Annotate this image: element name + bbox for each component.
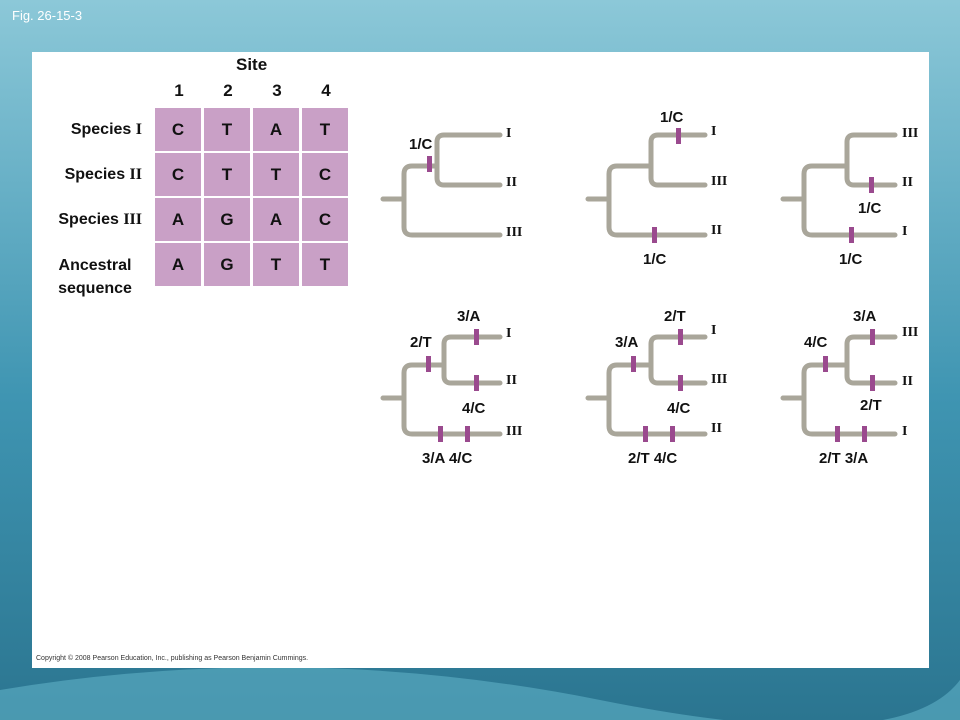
- tree2-mut-label-1: 1/C: [660, 109, 684, 126]
- mutation-mark: [631, 356, 636, 372]
- cell-r3-c3: A: [253, 198, 299, 241]
- tree2-taxon-3: II: [711, 223, 722, 238]
- tree6-taxon-2: II: [902, 374, 913, 389]
- tree4-taxon-2: II: [506, 373, 517, 388]
- site-number-3: 3: [272, 81, 282, 100]
- mutation-mark: [862, 426, 867, 442]
- tree3-taxon-1: III: [902, 126, 919, 141]
- tree-4-branches: [380, 334, 503, 437]
- tree4-mut-label-3: 4/C: [462, 400, 486, 417]
- tree3-mut-label-2: 1/C: [839, 251, 863, 268]
- tree-3-branches: [780, 132, 898, 238]
- tree4-mut-label-4: 3/A 4/C: [422, 450, 473, 467]
- cell-r1-c3: A: [253, 108, 299, 151]
- cell-anc-c1: A: [155, 243, 201, 286]
- site-title: Site: [236, 55, 268, 74]
- species-label-3: Species III: [58, 211, 142, 228]
- figure-label: Fig. 26-15-3: [12, 8, 83, 23]
- mutation-mark: [835, 426, 840, 442]
- cell-anc-c2: G: [204, 243, 250, 286]
- mutation-mark: [869, 177, 874, 193]
- mutation-mark: [643, 426, 648, 442]
- tree5-taxon-3: II: [711, 421, 722, 436]
- tree2-taxon-2: III: [711, 174, 728, 189]
- tree1-mut-label-1: 1/C: [409, 136, 433, 153]
- cell-r1-c2: T: [204, 108, 250, 151]
- tree4-mut-label-1: 3/A: [457, 308, 481, 325]
- site-number-1: 1: [174, 81, 184, 100]
- tree4-taxon-3: III: [506, 424, 523, 439]
- tree-2-branches: [585, 132, 708, 238]
- cell-r3-c1: A: [155, 198, 201, 241]
- site-number-2: 2: [223, 81, 233, 100]
- tree-1-branches: [380, 132, 503, 238]
- cell-anc-c4: T: [302, 243, 348, 286]
- tree5-taxon-2: III: [711, 372, 728, 387]
- tree-6-branches: [780, 334, 898, 437]
- cell-r2-c3: T: [253, 153, 299, 196]
- tree6-taxon-1: III: [902, 325, 919, 340]
- cell-anc-c3: T: [253, 243, 299, 286]
- mutation-mark: [465, 426, 470, 442]
- mutation-mark: [652, 227, 657, 243]
- mutation-mark: [678, 375, 683, 391]
- tree5-mut-label-1: 2/T: [664, 308, 686, 325]
- tree5-mut-label-4: 2/T 4/C: [628, 450, 678, 467]
- tree2-taxon-1: I: [711, 124, 717, 139]
- tree5-taxon-1: I: [711, 323, 717, 338]
- mutation-mark: [670, 426, 675, 442]
- mutation-mark: [823, 356, 828, 372]
- site-number-4: 4: [321, 81, 331, 100]
- tree-5-branches: [585, 334, 708, 437]
- tree2-mut-label-2: 1/C: [643, 251, 667, 268]
- cell-r1-c4: T: [302, 108, 348, 151]
- mutation-mark: [676, 128, 681, 144]
- tree4-mut-label-2: 2/T: [410, 334, 432, 351]
- mutation-mark: [427, 156, 432, 172]
- mutation-mark: [870, 375, 875, 391]
- mutation-mark: [678, 329, 683, 345]
- tree6-mut-label-4: 2/T 3/A: [819, 450, 869, 467]
- mutation-mark: [849, 227, 854, 243]
- cell-r3-c2: G: [204, 198, 250, 241]
- tree5-mut-label-2: 3/A: [615, 334, 639, 351]
- mutation-mark: [870, 329, 875, 345]
- tree3-mut-label-1: 1/C: [858, 200, 882, 217]
- cell-r2-c1: C: [155, 153, 201, 196]
- cell-r2-c4: C: [302, 153, 348, 196]
- tree4-taxon-1: I: [506, 326, 512, 341]
- cell-r2-c2: T: [204, 153, 250, 196]
- tree5-mut-label-3: 4/C: [667, 400, 691, 417]
- mutation-mark: [474, 329, 479, 345]
- species-label-1: Species I: [70, 121, 142, 138]
- cell-r1-c1: C: [155, 108, 201, 151]
- copyright-notice: Copyright © 2008 Pearson Education, Inc.…: [36, 655, 309, 662]
- tree1-taxon-1: I: [506, 126, 512, 141]
- tree3-taxon-2: II: [902, 175, 913, 190]
- mutation-mark: [474, 375, 479, 391]
- tree1-taxon-3: III: [506, 225, 523, 240]
- tree3-taxon-3: I: [902, 224, 908, 239]
- species-label-2: Species II: [64, 166, 142, 183]
- tree6-mut-label-2: 4/C: [804, 334, 828, 351]
- mutation-mark: [426, 356, 431, 372]
- cell-r3-c4: C: [302, 198, 348, 241]
- tree6-mut-label-3: 2/T: [860, 397, 882, 414]
- tree6-taxon-3: I: [902, 424, 908, 439]
- tree6-mut-label-1: 3/A: [853, 308, 877, 325]
- tree1-taxon-2: II: [506, 175, 517, 190]
- mutation-mark: [438, 426, 443, 442]
